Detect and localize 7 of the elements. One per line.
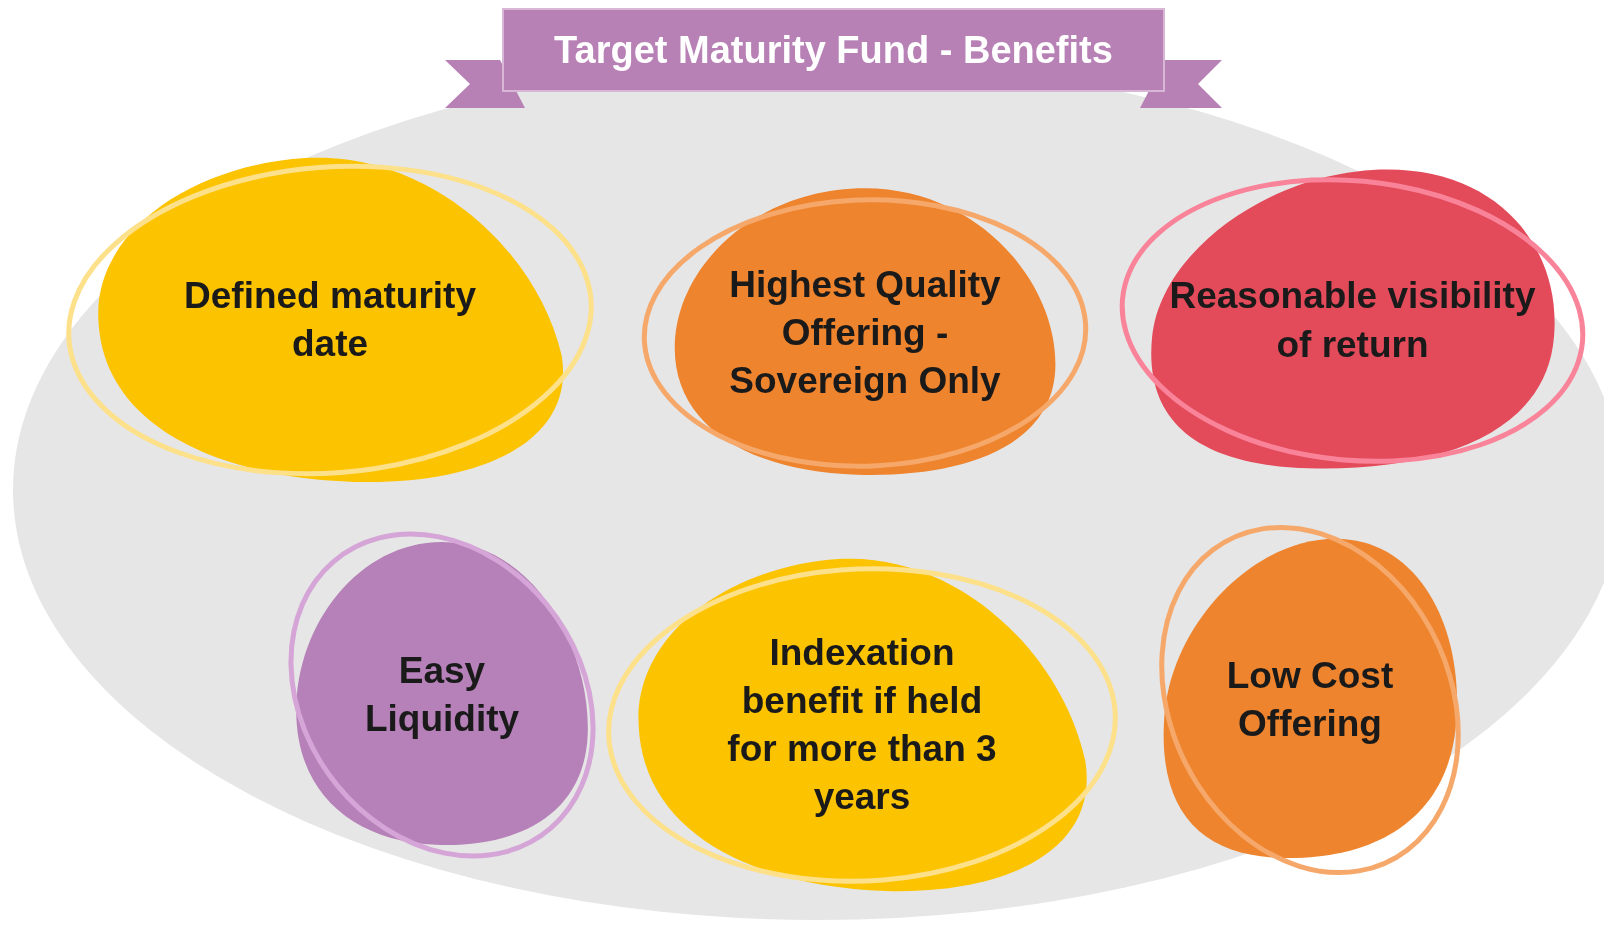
title: Target Maturity Fund - Benefits	[554, 27, 1113, 73]
benefit-text: Low Cost Offering	[1225, 653, 1395, 746]
benefit-text: Indexation benefit if held for more than 3 years	[726, 630, 998, 820]
benefit-text: Highest Quality Offering - Sovereign Only	[728, 262, 1002, 404]
benefit-text: Reasonable visibility of return	[1168, 274, 1537, 367]
benefit-text: Easy Liquidity	[363, 648, 521, 741]
benefit-text: Defined maturity date	[183, 273, 477, 366]
